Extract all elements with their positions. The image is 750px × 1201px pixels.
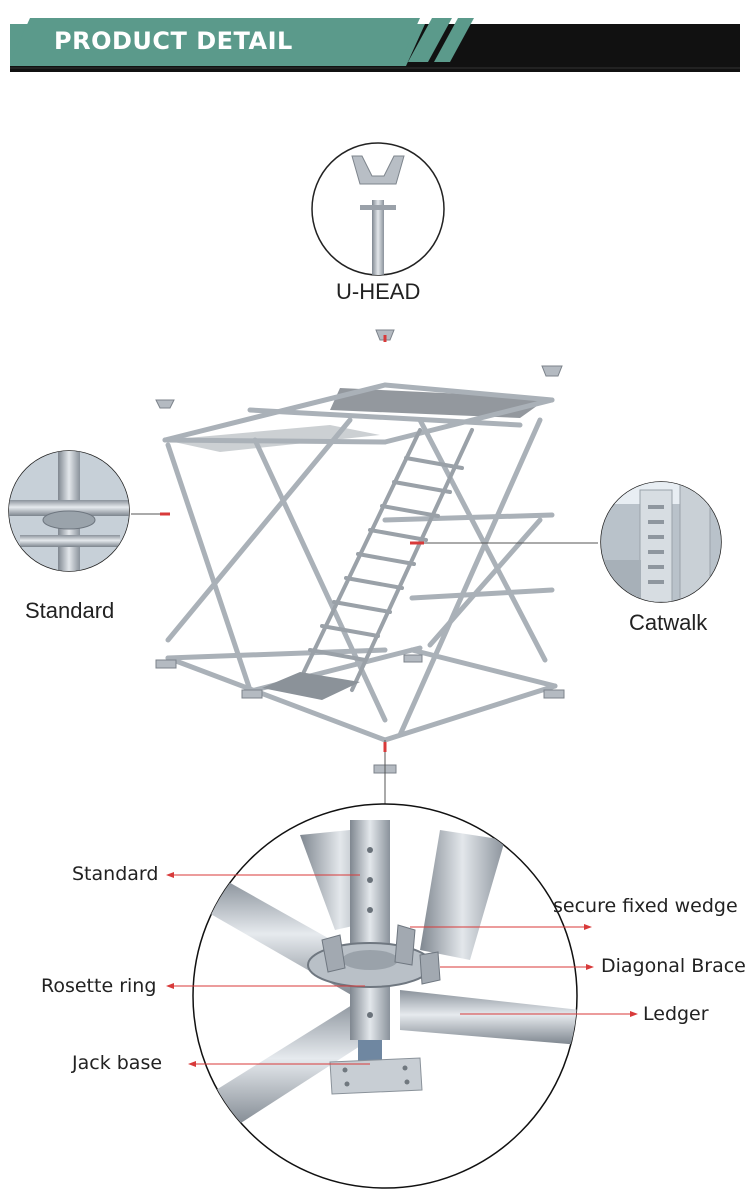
rosette-ring-label: Rosette ring [41, 975, 157, 997]
u-head-detail [311, 142, 445, 276]
header-banner: PRODUCT DETAIL [0, 0, 750, 80]
detail-pointers [166, 872, 638, 1067]
overview-pointers [131, 335, 598, 815]
diagonal-brace-label: Diagonal Brace [601, 955, 746, 977]
ledger-label: Ledger [643, 1003, 709, 1025]
banner-graphic [10, 18, 740, 72]
detail-standard-label: Standard [72, 863, 159, 885]
rosette-detail [192, 803, 578, 1189]
secure-fixed-wedge-label: secure fixed wedge [553, 895, 738, 917]
catwalk-label: Catwalk [629, 610, 708, 635]
scaffold-frame [155, 329, 565, 774]
u-head-label: U-HEAD [336, 279, 421, 304]
jack-base-label: Jack base [72, 1052, 163, 1074]
standard-detail [8, 450, 130, 572]
standard-label: Standard [25, 598, 115, 623]
banner-title: PRODUCT DETAIL [54, 27, 293, 55]
catwalk-detail [600, 481, 722, 603]
